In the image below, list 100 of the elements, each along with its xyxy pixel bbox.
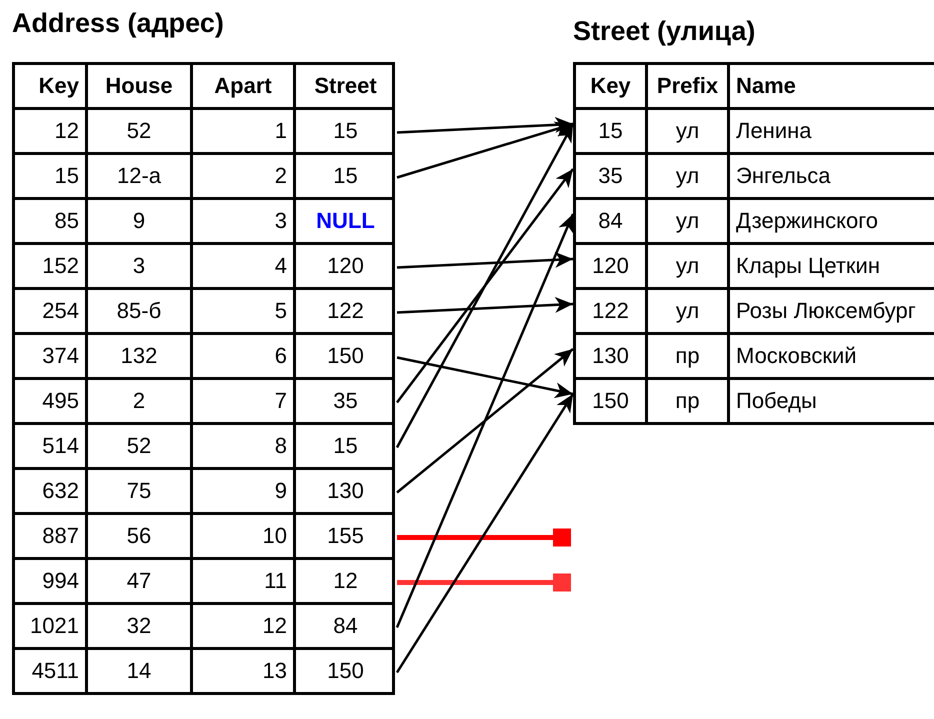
table-cell: пр — [648, 335, 730, 377]
table-cell-text: Клары Цеткин — [735, 252, 881, 280]
table-cell-text: NULL — [315, 207, 376, 235]
table-cell: 122 — [576, 290, 648, 332]
column-header: Key — [15, 65, 88, 107]
table-row — [15, 155, 395, 200]
table-cell: 85 — [15, 200, 88, 242]
table-cell: 85-б — [88, 290, 193, 332]
table-cell-text: 150 — [326, 657, 365, 685]
table-row — [15, 245, 395, 290]
table-cell-text: 122 — [326, 297, 365, 325]
header-row — [576, 65, 934, 110]
table-cell: 514 — [15, 425, 88, 467]
arrow — [396, 214, 574, 628]
table-cell: 9 — [88, 200, 193, 242]
arrow — [396, 116, 574, 134]
table-cell: 994 — [15, 560, 88, 602]
table-cell: 3 — [88, 245, 193, 287]
table-cell: 374 — [15, 335, 88, 377]
arrow — [396, 122, 574, 179]
table-cell: 254 — [15, 290, 88, 332]
table-cell: 52 — [88, 425, 193, 467]
table-cell: 4 — [193, 245, 296, 287]
table-row — [15, 200, 395, 245]
table-cell: 75 — [88, 470, 193, 512]
table-cell: ул — [648, 290, 730, 332]
table-cell-text: Розы Люксембург — [735, 297, 917, 325]
table-cell: 11 — [193, 560, 296, 602]
table-cell-text: 155 — [326, 522, 365, 550]
header-row — [15, 65, 395, 110]
table-cell-text: Победы — [735, 387, 818, 415]
table-cell: 6 — [193, 335, 296, 377]
table-cell: 10 — [193, 515, 296, 557]
table-cell: 47 — [88, 560, 193, 602]
table-row — [576, 335, 934, 380]
arrow — [396, 296, 574, 314]
table-cell: ул — [648, 245, 730, 287]
table-title: Address (адрес) — [12, 8, 224, 39]
arrow — [396, 348, 574, 494]
table-cell: 495 — [15, 380, 88, 422]
table-row — [15, 605, 395, 650]
data-table — [12, 62, 395, 695]
table-cell-text: 15 — [332, 432, 359, 460]
table-cell-text: Московский — [735, 342, 858, 370]
column-header: House — [88, 65, 193, 107]
table-cell: 632 — [15, 470, 88, 512]
table-cell-text: Энгельса — [735, 162, 832, 190]
table-cell: 3 — [193, 200, 296, 242]
table-cell: 4511 — [15, 650, 88, 692]
table-cell: 1 — [193, 110, 296, 152]
table-cell: 12 — [193, 605, 296, 647]
table-row — [576, 155, 934, 200]
connector-line — [397, 574, 571, 592]
table-cell: 14 — [88, 650, 193, 692]
table-cell-text: 130 — [326, 477, 365, 505]
table-row — [576, 200, 934, 245]
table-cell: 52 — [88, 110, 193, 152]
table-cell: 132 — [88, 335, 193, 377]
table-row — [15, 560, 395, 605]
table-cell-text: 84 — [332, 612, 359, 640]
arrow — [396, 393, 574, 674]
table-cell: 32 — [88, 605, 193, 647]
table-cell: 84 — [576, 200, 648, 242]
column-header: Apart — [193, 65, 296, 107]
table-cell: 12 — [15, 110, 88, 152]
table-cell-text: 120 — [326, 252, 365, 280]
arrow — [396, 168, 574, 404]
table-cell: 9 — [193, 470, 296, 512]
table-cell: 12-а — [88, 155, 193, 197]
table-cell: 15 — [576, 110, 648, 152]
table-cell: 130 — [576, 335, 648, 377]
connector-line — [397, 528, 571, 546]
table-cell: 15 — [15, 155, 88, 197]
table-cell-text: Ленина — [735, 117, 812, 145]
table-cell-text: 150 — [326, 342, 365, 370]
table-cell: 7 — [193, 380, 296, 422]
table-cell: ул — [648, 200, 730, 242]
table-row — [15, 470, 395, 515]
column-header: Key — [576, 65, 648, 107]
table-cell-text: Дзержинского — [735, 207, 879, 235]
table-cell: 8 — [193, 425, 296, 467]
table-cell: 2 — [193, 155, 296, 197]
table-title: Street (улица) — [573, 16, 756, 47]
table-cell-text: 15 — [332, 162, 359, 190]
data-table — [573, 62, 934, 425]
column-header: Street — [313, 72, 378, 100]
table-row — [576, 290, 934, 335]
table-cell: 35 — [576, 155, 648, 197]
table-cell: 120 — [576, 245, 648, 287]
table-cell: 1021 — [15, 605, 88, 647]
table-cell: пр — [648, 380, 730, 422]
table-row — [576, 110, 934, 155]
table-cell: ул — [648, 110, 730, 152]
column-header: Prefix — [648, 65, 730, 107]
table-cell: 152 — [15, 245, 88, 287]
column-header: Name — [735, 72, 797, 100]
table-row — [15, 380, 395, 425]
table-row — [15, 335, 395, 380]
table-cell-text: 15 — [332, 117, 359, 145]
table-cell-text: 35 — [332, 387, 359, 415]
